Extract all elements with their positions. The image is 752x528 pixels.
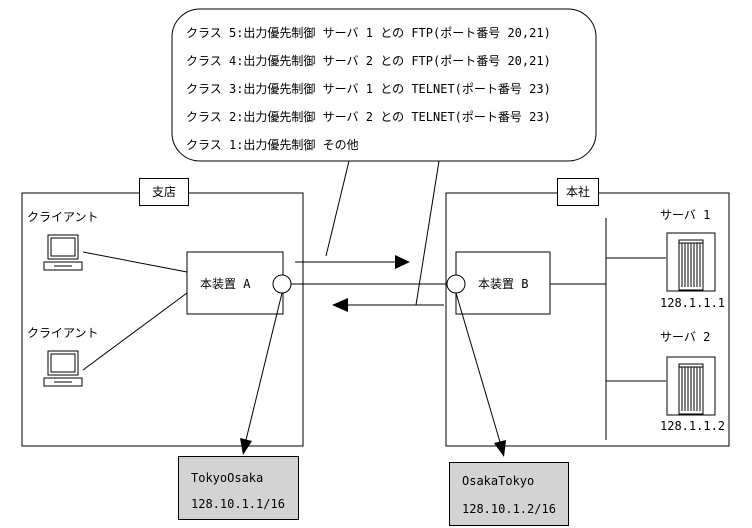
- server-icon-2: [666, 356, 716, 416]
- note-b-address: 128.10.1.2/16: [462, 502, 556, 516]
- note-b-pointer-head: [494, 440, 506, 457]
- interface-circle-a: [272, 274, 292, 294]
- callout-pointer-1: [325, 160, 350, 257]
- callout-line-class-4: クラス 4:出力優先制御 サーバ 2 との FTP(ポート番号 20,21): [186, 54, 551, 68]
- computer-icon-client-1: [43, 234, 83, 271]
- note-a-pointer: [245, 292, 283, 441]
- callout-line-class-5: クラス 5:出力優先制御 サーバ 1 との FTP(ポート番号 20,21): [186, 26, 551, 40]
- device-b-label: 本装置 B: [478, 277, 529, 291]
- callout-pointer-2: [415, 160, 440, 306]
- server-1-label: サーバ 1: [660, 208, 711, 222]
- note-b-pointer: [455, 292, 501, 443]
- callout-line-class-3: クラス 3:出力優先制御 サーバ 1 との TELNET(ポート番号 23): [186, 82, 551, 96]
- branch-office-box: [21, 192, 304, 447]
- client-2-link: [82, 292, 188, 371]
- server-1-ip: 128.1.1.1: [660, 296, 726, 310]
- client-1-link: [82, 251, 188, 273]
- note-a-title: TokyoOsaka: [191, 471, 264, 485]
- callout-line-class-1: クラス 1:出力優先制御 その他: [186, 138, 359, 152]
- note-a-address: 128.10.1.1/16: [191, 497, 285, 511]
- branch-office-tag: 支店: [139, 178, 189, 206]
- client-1-label: クライアント: [27, 210, 99, 224]
- client-2-label: クライアント: [27, 326, 99, 340]
- device-b-address-note: OsakaTokyo 128.10.1.2/16: [449, 462, 569, 526]
- callout-line-class-2: クラス 2:出力優先制御 サーバ 2 との TELNET(ポート番号 23): [186, 110, 551, 124]
- interface-circle-b: [446, 274, 466, 294]
- server-icon-1: [666, 232, 716, 292]
- device-a-label: 本装置 A: [200, 277, 251, 291]
- device-b-box: [455, 251, 551, 315]
- arrow-right-head: [395, 255, 410, 269]
- server-2-label: サーバ 2: [660, 330, 711, 344]
- note-b-title: OsakaTokyo: [462, 474, 535, 488]
- device-a-address-note: TokyoOsaka 128.10.1.1/16: [178, 456, 299, 520]
- computer-icon-client-2: [43, 350, 83, 387]
- head-office-tag: 本社: [557, 178, 599, 206]
- server-2-ip: 128.1.1.2: [660, 419, 726, 433]
- note-a-pointer-head: [240, 438, 252, 455]
- arrow-left-head: [332, 298, 348, 312]
- callout-bubble: [171, 8, 597, 162]
